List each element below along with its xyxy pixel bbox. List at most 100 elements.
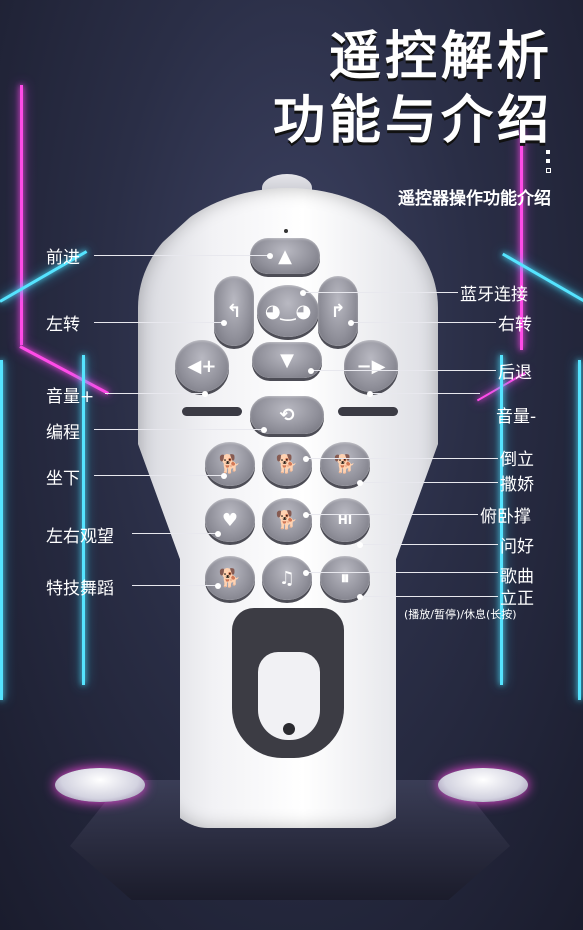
cyan-line-left-v [0, 360, 3, 700]
callout-dot-greet [357, 542, 363, 548]
label-backward: 后退 [498, 363, 532, 383]
callout-forward [94, 255, 270, 256]
label-look-around: 左右观望 [46, 527, 114, 547]
arrow-up-icon: ▲ [278, 245, 292, 267]
look-around-button[interactable]: ♥ [205, 498, 255, 542]
handstand-dog-icon: 🐕 [275, 453, 299, 475]
hi-icon: HI [337, 513, 353, 527]
cyan-line-right-v2 [500, 355, 503, 685]
song-button[interactable]: ♫ [262, 556, 312, 600]
bluetooth-button[interactable]: ◕‿◕ [257, 285, 319, 337]
callout-dot-backward [308, 368, 314, 374]
label-push-up: 俯卧撑 [480, 507, 531, 527]
label-turn-left: 左转 [46, 315, 80, 335]
decorative-dots [546, 150, 551, 178]
callout-look-around [132, 533, 218, 534]
callout-song [306, 572, 498, 573]
remote-divider-right [338, 407, 398, 416]
stage-pad-left [55, 768, 145, 802]
volume-down-icon: −▶ [356, 355, 386, 377]
volume-down-button[interactable]: −▶ [344, 340, 398, 392]
greet-button[interactable]: HI [320, 498, 370, 542]
callout-dot-push-up [303, 512, 309, 518]
page-title-line1: 遥控解析 [328, 27, 553, 87]
label-stand-note: (播放/暂停)/休息(长按) [404, 608, 517, 621]
label-sit-down: 坐下 [46, 469, 80, 489]
arrow-down-icon: ▼ [280, 349, 294, 371]
callout-act-cute [360, 482, 498, 483]
callout-dot-turn-right [348, 320, 354, 326]
callout-stand [360, 596, 498, 597]
label-stand: 立正 [500, 589, 534, 609]
remote-divider-left [182, 407, 242, 416]
callout-handstand [306, 458, 498, 459]
page-title-line2: 功能与介绍 [272, 91, 553, 151]
program-loop-icon: ⟲ [279, 404, 295, 426]
music-note-icon: ♫ [278, 567, 296, 589]
remote-lanyard-hole [283, 723, 295, 735]
callout-push-up [306, 514, 478, 515]
callout-dot-handstand [303, 456, 309, 462]
label-act-cute: 撒娇 [500, 475, 534, 495]
callout-dot-look-around [215, 531, 221, 537]
callout-dot-bluetooth [300, 290, 306, 296]
callout-dot-volume-down [367, 391, 373, 397]
neon-line-left [20, 85, 23, 345]
remote-led [284, 229, 288, 233]
stand-button[interactable]: ⏸ [320, 556, 370, 600]
heart-dog-icon: ♥ [221, 509, 239, 531]
label-song: 歌曲 [500, 567, 534, 587]
handstand-button[interactable]: 🐕 [262, 442, 312, 486]
label-bluetooth: 蓝牙连接 [460, 285, 528, 305]
callout-dot-act-cute [357, 480, 363, 486]
callout-dot-sit-down [221, 473, 227, 479]
label-handstand: 倒立 [500, 450, 534, 470]
dance-dog-icon: 🐕 [218, 567, 242, 589]
callout-dance [132, 585, 218, 586]
callout-dot-program [261, 427, 267, 433]
label-forward: 前进 [46, 248, 80, 268]
forward-button[interactable]: ▲ [250, 238, 320, 274]
label-volume-down: 音量- [496, 407, 537, 427]
callout-dot-turn-left [221, 320, 227, 326]
callout-dot-dance [215, 583, 221, 589]
label-volume-up: 音量+ [46, 387, 95, 407]
sit-down-button[interactable]: 🐕 [205, 442, 255, 486]
push-up-button[interactable]: 🐕 [262, 498, 312, 542]
turn-left-icon: ↰ [226, 300, 242, 322]
callout-greet [360, 544, 498, 545]
dance-button[interactable]: 🐕 [205, 556, 255, 600]
callout-dot-song [303, 570, 309, 576]
bluetooth-face-icon: ◕‿◕ [264, 300, 312, 322]
turn-left-button[interactable]: ↰ [214, 276, 254, 346]
volume-up-button[interactable]: ◀+ [175, 340, 229, 392]
label-greet: 问好 [500, 537, 534, 557]
callout-backward [311, 370, 496, 371]
callout-dot-volume-up [202, 391, 208, 397]
callout-dot-stand [357, 594, 363, 600]
cyan-line-right-v [578, 360, 581, 700]
label-dance: 特技舞蹈 [46, 579, 114, 599]
label-turn-right: 右转 [498, 315, 532, 335]
pushup-dog-icon: 🐕 [275, 509, 299, 531]
act-cute-button[interactable]: 🐕 [320, 442, 370, 486]
sit-dog-icon: 🐕 [218, 453, 242, 475]
cute-dog-icon: 🐕 [333, 453, 357, 475]
neon-line-right [520, 130, 523, 350]
callout-program [94, 429, 264, 430]
callout-turn-left [94, 322, 224, 323]
cyan-line-left-v2 [82, 355, 85, 685]
label-program: 编程 [46, 423, 80, 443]
callout-volume-up [105, 393, 205, 394]
callout-turn-right [351, 322, 496, 323]
volume-up-icon: ◀+ [187, 355, 217, 377]
turn-right-button[interactable]: ↱ [318, 276, 358, 346]
page-subtitle: 遥控器操作功能介绍 [398, 189, 551, 209]
turn-right-icon: ↱ [330, 300, 346, 322]
pause-icon: ⏸ [340, 567, 350, 589]
callout-sit-down [94, 475, 224, 476]
callout-volume-down [370, 393, 480, 394]
callout-dot-forward [267, 253, 273, 259]
callout-bluetooth [303, 292, 458, 293]
stage-pad-right [438, 768, 528, 802]
